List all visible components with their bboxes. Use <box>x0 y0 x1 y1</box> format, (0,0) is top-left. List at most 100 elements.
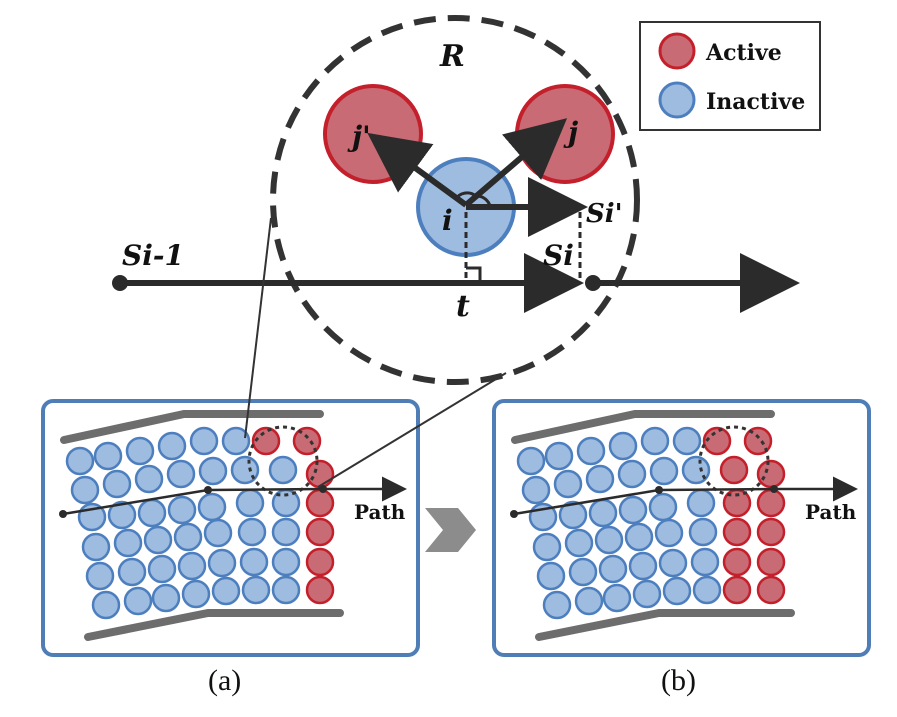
angle-arc-left <box>453 191 477 201</box>
panel-a-inactive-particle <box>173 522 203 552</box>
panel-b-path-node-1 <box>510 510 518 518</box>
panel-a-path-node-1 <box>59 510 67 518</box>
panel-a-inactive-particle <box>271 517 301 547</box>
panel-b-path-label: Path <box>805 500 857 524</box>
panel-a-active-particle <box>305 547 335 577</box>
panel-a-particles <box>65 426 335 620</box>
point-prev-label: Si-1 <box>122 239 184 272</box>
panel-a-inactive-particle <box>65 446 95 476</box>
vector-to-j-prime <box>367 132 468 208</box>
panel-a-inactive-particle <box>102 469 132 499</box>
panel-a-inactive-particle <box>221 426 251 456</box>
panel-b-inactive-particle <box>681 455 711 485</box>
panel-a-inactive-particle <box>167 495 197 525</box>
panel-b-inactive-particle <box>649 456 679 486</box>
panel-a-inactive-particle <box>85 561 115 591</box>
panel-b-inactive-particle <box>632 579 662 609</box>
panel-a-inactive-particle <box>271 547 301 577</box>
panel-a-inactive-particle <box>147 554 177 584</box>
panel-a-active-particle <box>292 426 322 456</box>
panel-b-inactive-particle <box>576 436 606 466</box>
panel-a-caption: (a) <box>208 664 241 697</box>
panel-b-inactive-particle <box>686 488 716 518</box>
panel-a-inactive-particle <box>197 492 227 522</box>
panel-b-active-particle <box>756 488 786 518</box>
panel-b-active-particle <box>722 517 752 547</box>
panel-a-active-particle <box>305 575 335 605</box>
panel-a-inactive-particle <box>230 455 260 485</box>
panel-b-inactive-particle <box>568 557 598 587</box>
panel-b-inactive-particle <box>628 551 658 581</box>
panel-b-active-particle <box>702 426 732 456</box>
panel-b-inactive-particle <box>532 532 562 562</box>
panel-a-inactive-particle <box>117 557 147 587</box>
legend-active-label: Active <box>705 40 782 66</box>
panel-b-inactive-particle <box>598 554 628 584</box>
panel-b-inactive-particle <box>564 528 594 558</box>
panel-a-inactive-particle <box>70 475 100 505</box>
panel-b-inactive-particle <box>688 517 718 547</box>
panel-a-inactive-particle <box>177 551 207 581</box>
panel-b-active-particle <box>719 455 749 485</box>
point-curr <box>585 275 601 291</box>
panel-b-inactive-particle <box>588 498 618 528</box>
panel-a-inactive-particle <box>268 455 298 485</box>
panel-b-active-particle <box>722 575 752 605</box>
panel-b: Path <box>492 399 871 657</box>
panel-b-inactive-particle <box>617 459 647 489</box>
panel-b-inactive-particle <box>624 522 654 552</box>
panel-a-inactive-particle <box>123 586 153 616</box>
panel-a-wall-bottom <box>84 609 344 641</box>
panel-b-inactive-particle <box>602 583 632 613</box>
point-curr-label: Si <box>543 239 574 272</box>
panel-b-inactive-particle <box>618 495 648 525</box>
foot-label: t <box>456 289 470 324</box>
panel-a: Path <box>41 399 420 657</box>
zoom-connector-left <box>244 217 272 439</box>
panel-b-path-node-3 <box>770 485 778 493</box>
panel-a-inactive-particle <box>125 436 155 466</box>
panel-a-inactive-particle <box>166 459 196 489</box>
legend-active-swatch <box>658 32 696 70</box>
panel-b-inactive-particle <box>692 575 722 605</box>
panel-a-active-particle <box>305 517 335 547</box>
panel-a-wall-top <box>60 410 324 444</box>
panel-b-active-particle <box>722 547 752 577</box>
panel-b-inactive-particle <box>574 586 604 616</box>
panel-b-inactive-particle <box>536 561 566 591</box>
panel-b-inactive-particle <box>648 492 678 522</box>
panel-b-path-node-2 <box>655 486 663 494</box>
panel-b-path-segment-2 <box>658 487 775 492</box>
legend-inactive-swatch <box>658 81 696 119</box>
transition-arrow-icon <box>425 508 476 552</box>
panel-b-wall-top <box>511 410 775 444</box>
panel-a-inactive-particle <box>91 590 121 620</box>
panel-b-active-particle <box>756 517 786 547</box>
panel-b-inactive-particle <box>585 464 615 494</box>
panel-b-inactive-particle <box>594 525 624 555</box>
legend: Active Inactive <box>639 21 821 131</box>
panel-b-active-particle <box>756 459 786 489</box>
panel-a-inactive-particle <box>107 500 137 530</box>
panel-a-inactive-particle <box>211 576 241 606</box>
legend-inactive-label: Inactive <box>706 89 805 115</box>
panel-b-active-particle <box>756 547 786 577</box>
panel-a-active-particle <box>251 426 281 456</box>
panel-a-inactive-particle <box>157 431 187 461</box>
angle-arc <box>477 194 492 207</box>
right-angle-mark <box>466 266 482 281</box>
panel-b-inactive-particle <box>553 469 583 499</box>
panel-a-inactive-particle <box>235 488 265 518</box>
center-i-label: i <box>442 204 453 237</box>
zoom-radius-circle <box>270 15 640 385</box>
neighbor-j-prime <box>323 84 423 184</box>
panel-b-wall-bottom <box>535 609 795 641</box>
panel-a-path-node-2 <box>204 486 212 494</box>
panel-b-neighborhood-circle <box>698 425 770 497</box>
panel-a-inactive-particle <box>237 517 267 547</box>
panel-a-neighborhood-circle <box>247 425 319 497</box>
zoom-connector-right <box>317 372 507 488</box>
panel-b-inactive-particle <box>558 500 588 530</box>
panel-b-inactive-particle <box>690 547 720 577</box>
